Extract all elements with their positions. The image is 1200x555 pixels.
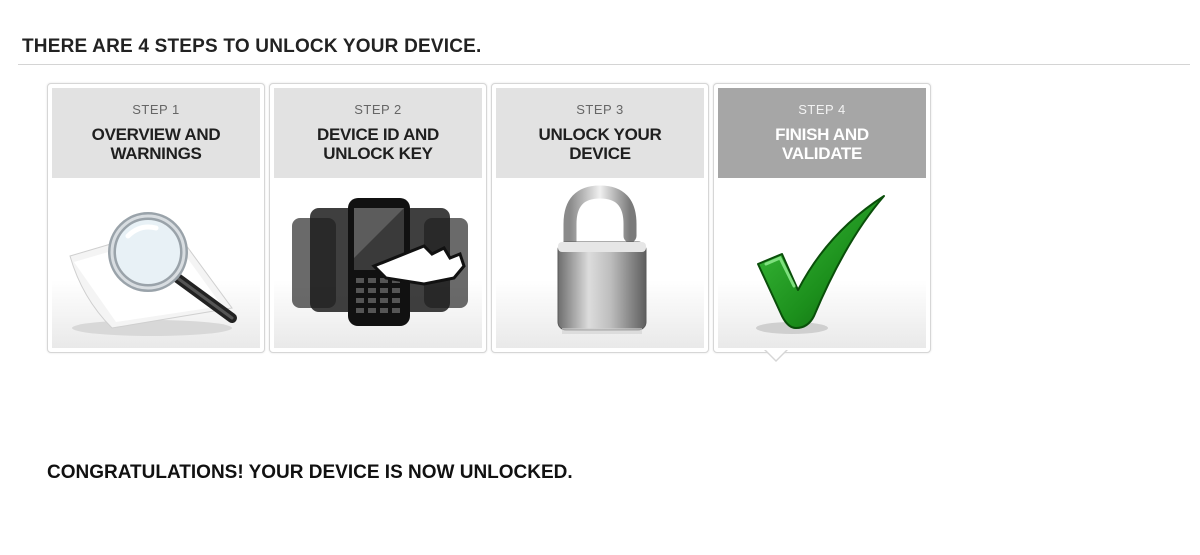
step-2-art — [274, 178, 482, 348]
step-3-art — [496, 178, 704, 348]
page-title: THERE ARE 4 STEPS TO UNLOCK YOUR DEVICE. — [22, 36, 482, 57]
step-4-label: STEP 4 — [798, 102, 846, 117]
step-2-label: STEP 2 — [354, 102, 402, 117]
step-1-art — [52, 178, 260, 348]
unlock-success-message: CONGRATULATIONS! YOUR DEVICE IS NOW UNLO… — [47, 462, 573, 483]
green-checkmark-icon — [756, 195, 885, 334]
title-divider — [18, 64, 1190, 65]
step-4-art — [718, 178, 926, 348]
active-step-pointer — [764, 349, 788, 362]
step-3-label: STEP 3 — [576, 102, 624, 117]
magnifier-document-icon — [69, 212, 237, 336]
step-1-label: STEP 1 — [132, 102, 180, 117]
open-padlock-icon — [557, 185, 647, 334]
phones-pointer-icon — [292, 198, 468, 326]
